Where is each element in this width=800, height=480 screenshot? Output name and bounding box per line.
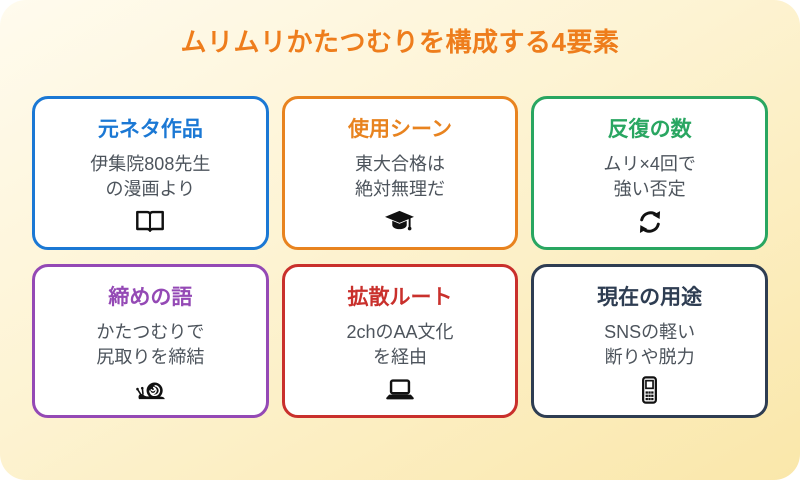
- card-body-line: かたつむりで: [96, 322, 205, 342]
- card-body-text: かたつむりで 尻取りを締結: [96, 320, 204, 370]
- mobile-phone-icon: [641, 375, 658, 405]
- factor-card-repetition-count: 反復の数 ムリ×4回で 強い否定: [531, 96, 768, 250]
- graduation-cap-icon: [384, 207, 415, 237]
- card-body-line: 断りや脱力: [604, 346, 695, 367]
- factor-card-usage-scene: 使用シーン 東大合格は 絶対無理だ: [281, 96, 519, 250]
- card-title: 使用シーン: [348, 118, 452, 141]
- card-body-text: 2chのAA文化 を経由: [346, 320, 453, 370]
- open-book-icon: [134, 207, 166, 237]
- card-body-line: SNSの軽い: [604, 322, 696, 342]
- card-title: 現在の用途: [597, 286, 703, 309]
- card-title: 反復の数: [607, 118, 692, 141]
- card-title: 締めの語: [108, 286, 193, 309]
- card-body-line: 強い否定: [613, 178, 686, 199]
- card-title: 元ネタ作品: [97, 118, 203, 141]
- factor-card-current-use: 現在の用途 SNSの軽い 断りや脱力: [531, 264, 768, 418]
- card-body-line: 絶対無理だ: [354, 178, 445, 199]
- factor-card-closing-word: 締めの語 かたつむりで 尻取りを締結: [32, 264, 269, 418]
- card-body-line: を経由: [372, 346, 427, 367]
- card-body-line: 2chのAA文化: [346, 322, 454, 342]
- card-body-text: 伊集院808先生 の漫画より: [90, 152, 210, 202]
- factor-card-origin-work: 元ネタ作品 伊集院808先生 の漫画より: [32, 96, 269, 250]
- card-body-text: 東大合格は 絶対無理だ: [355, 152, 445, 202]
- card-body-line: ムリ×4回で: [603, 154, 696, 174]
- card-body-line: の漫画より: [105, 178, 196, 199]
- refresh-arrows-icon: [636, 207, 664, 237]
- card-title: 拡散ルート: [347, 286, 453, 309]
- card-body-text: ムリ×4回で 強い否定: [603, 152, 696, 202]
- page-title: ムリムリかたつむりを構成する4要素: [180, 27, 620, 57]
- card-body-line: 東大合格は: [354, 154, 445, 174]
- snail-icon: [134, 375, 167, 405]
- factor-card-grid: 元ネタ作品 伊集院808先生 の漫画より 使用シーン 東大合格は 絶対無理だ 反…: [0, 96, 800, 418]
- card-body-text: SNSの軽い 断りや脱力: [604, 320, 695, 370]
- card-body-line: 伊集院808先生: [90, 154, 211, 174]
- card-body-line: 尻取りを締結: [96, 346, 205, 367]
- factor-card-spread-route: 拡散ルート 2chのAA文化 を経由: [281, 264, 519, 418]
- laptop-icon: [384, 375, 416, 405]
